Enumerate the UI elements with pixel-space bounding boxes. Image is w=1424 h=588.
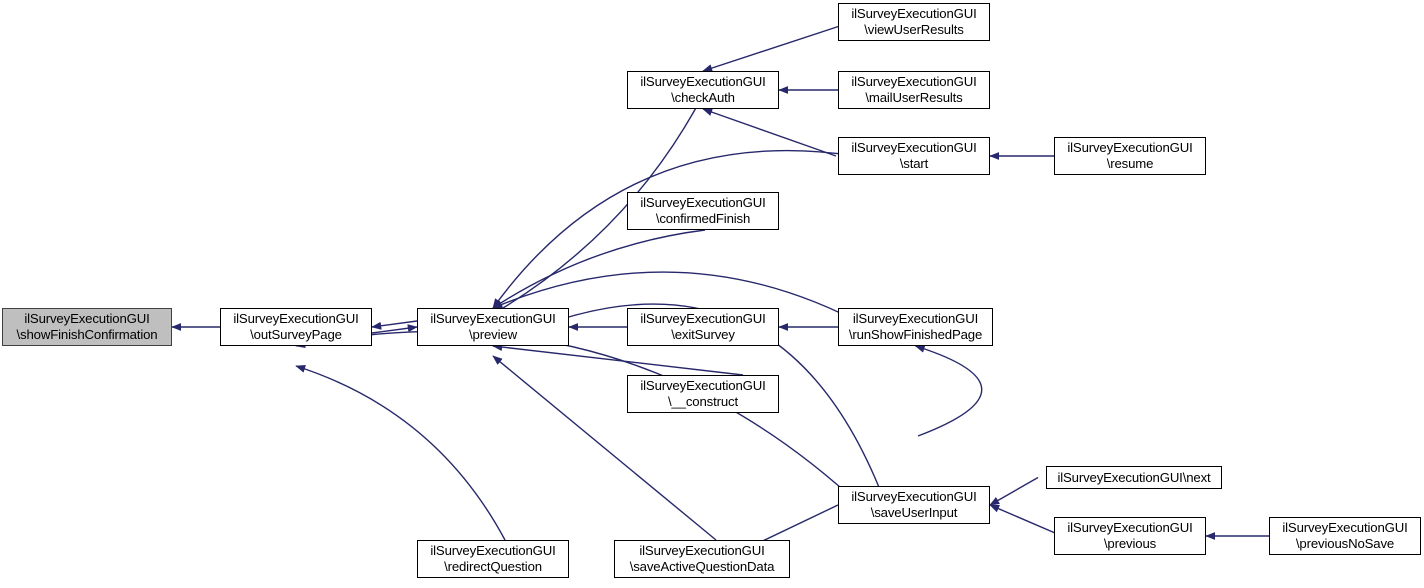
node-label-line1: ilSurveyExecutionGUI (1067, 140, 1193, 156)
graph-edge-preview-to-outSurveyPage (371, 320, 418, 330)
node-label-line2: \previousNoSave (1295, 536, 1395, 551)
node-label-line1: ilSurveyExecutionGUI\next (1057, 469, 1211, 485)
node-label-line1: ilSurveyExecutionGUI (233, 311, 359, 327)
graph-node-saveActiveQuestionData[interactable]: ilSurveyExecutionGUI\saveActiveQuestionD… (614, 540, 790, 578)
graph-node-checkAuth[interactable]: ilSurveyExecutionGUI\checkAuth (627, 71, 779, 109)
graph-node-confirmedFinish[interactable]: ilSurveyExecutionGUI\confirmedFinish (627, 192, 779, 230)
node-label-line1: ilSurveyExecutionGUI (852, 311, 979, 327)
graph-node-construct[interactable]: ilSurveyExecutionGUI\__construct (627, 375, 779, 413)
graph-edge-saveUserInput-to-runShowFinishedPage (914, 344, 983, 437)
graph-edge-outSurveyPage-to-preview (371, 324, 418, 334)
node-label-line1: ilSurveyExecutionGUI (430, 311, 556, 327)
node-label-line1: ilSurveyExecutionGUI (851, 6, 977, 22)
node-label-line1: ilSurveyExecutionGUI (851, 489, 977, 505)
node-label-line1: ilSurveyExecutionGUI (1282, 520, 1408, 536)
node-label-line2: \confirmedFinish (655, 211, 751, 226)
node-label-line2: \checkAuth (671, 90, 735, 105)
node-label-line1: ilSurveyExecutionGUI (1067, 520, 1193, 536)
graph-node-redirectQuestion[interactable]: ilSurveyExecutionGUI\redirectQuestion (417, 540, 569, 578)
node-label-line2: \preview (469, 327, 517, 342)
graph-edge-start-to-checkAuth (702, 108, 837, 157)
graph-node-next[interactable]: ilSurveyExecutionGUI\next (1046, 466, 1222, 489)
node-label-line1: ilSurveyExecutionGUI (430, 543, 556, 559)
node-label-line1: ilSurveyExecutionGUI (640, 195, 766, 211)
graph-edge-viewUserResults-to-checkAuth (702, 21, 853, 72)
graph-edge-confirmedFinish-to-preview (492, 229, 706, 309)
graph-edge-next-to-saveUserInput (989, 476, 1039, 506)
graph-node-saveUserInput[interactable]: ilSurveyExecutionGUI\saveUserInput (838, 486, 990, 524)
node-label-line2: \runShowFinishedPage (848, 327, 983, 342)
graph-node-resume[interactable]: ilSurveyExecutionGUI\resume (1054, 137, 1206, 175)
node-label-line2: \redirectQuestion (444, 559, 542, 574)
node-label-line1: ilSurveyExecutionGUI (640, 74, 766, 90)
graph-node-previousNoSave[interactable]: ilSurveyExecutionGUI\previousNoSave (1269, 517, 1421, 555)
node-label-line2: \resume (1106, 156, 1154, 171)
graph-node-mailUserResults[interactable]: ilSurveyExecutionGUI\mailUserResults (838, 71, 990, 109)
node-label-line2: \start (899, 156, 929, 171)
graph-node-start[interactable]: ilSurveyExecutionGUI\start (838, 137, 990, 175)
node-label-line2: \saveUserInput (870, 505, 958, 520)
node-label-line2: \saveActiveQuestionData (629, 559, 775, 574)
node-label-line2: \exitSurvey (671, 327, 735, 342)
graph-edge-previous-to-saveUserInput (989, 504, 1063, 537)
graph-edge-construct-to-preview (492, 343, 744, 376)
node-label-line2: \viewUserResults (864, 22, 964, 37)
graph-node-exitSurvey[interactable]: ilSurveyExecutionGUI\exitSurvey (627, 308, 779, 346)
graph-node-viewUserResults[interactable]: ilSurveyExecutionGUI\viewUserResults (838, 3, 990, 41)
graph-edge-redirectQuestion-to-outSurveyPage (295, 364, 506, 541)
node-label-line2: \previous (1103, 536, 1157, 551)
node-label-line1: ilSurveyExecutionGUI (639, 543, 765, 559)
node-label-line1: ilSurveyExecutionGUI (640, 311, 766, 327)
graph-node-previous[interactable]: ilSurveyExecutionGUI\previous (1054, 517, 1206, 555)
graph-node-preview[interactable]: ilSurveyExecutionGUI\preview (417, 308, 569, 346)
node-label-line2: \showFinishConfirmation (16, 327, 158, 342)
node-label-line1: ilSurveyExecutionGUI (24, 311, 150, 327)
node-label-line2: \mailUserResults (865, 90, 963, 105)
node-label-line1: ilSurveyExecutionGUI (851, 140, 977, 156)
graph-node-showFinishConfirmation[interactable]: ilSurveyExecutionGUI\showFinishConfirmat… (2, 308, 172, 346)
graph-node-runShowFinishedPage[interactable]: ilSurveyExecutionGUI\runShowFinishedPage (838, 308, 993, 346)
graph-node-outSurveyPage[interactable]: ilSurveyExecutionGUI\outSurveyPage (220, 308, 372, 346)
graph-edge-saveUserInput-to-outSurveyPage (295, 330, 861, 506)
node-label-line1: ilSurveyExecutionGUI (640, 378, 766, 394)
node-label-line2: \__construct (667, 394, 739, 409)
node-label-line2: \outSurveyPage (250, 327, 342, 342)
node-label-line1: ilSurveyExecutionGUI (851, 74, 977, 90)
